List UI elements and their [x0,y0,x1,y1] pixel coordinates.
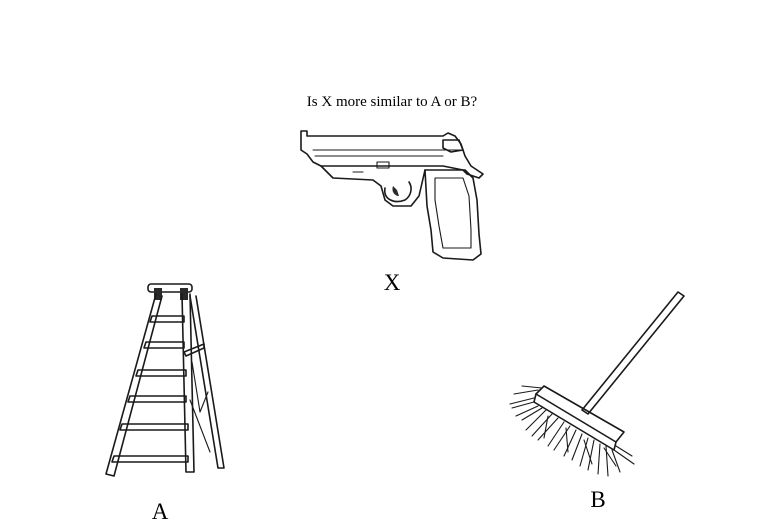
option-b-label: B [590,487,606,512]
option-a-image[interactable] [100,282,226,482]
push-broom-icon [509,291,685,477]
option-x-label: X [383,270,401,295]
question-text: Is X more similar to A or B? [306,94,478,110]
option-x-image[interactable] [293,126,491,264]
stepladder-icon [105,283,225,477]
pistol-icon [300,130,484,261]
option-b-image[interactable] [508,290,690,480]
option-a-label: A [151,499,169,524]
